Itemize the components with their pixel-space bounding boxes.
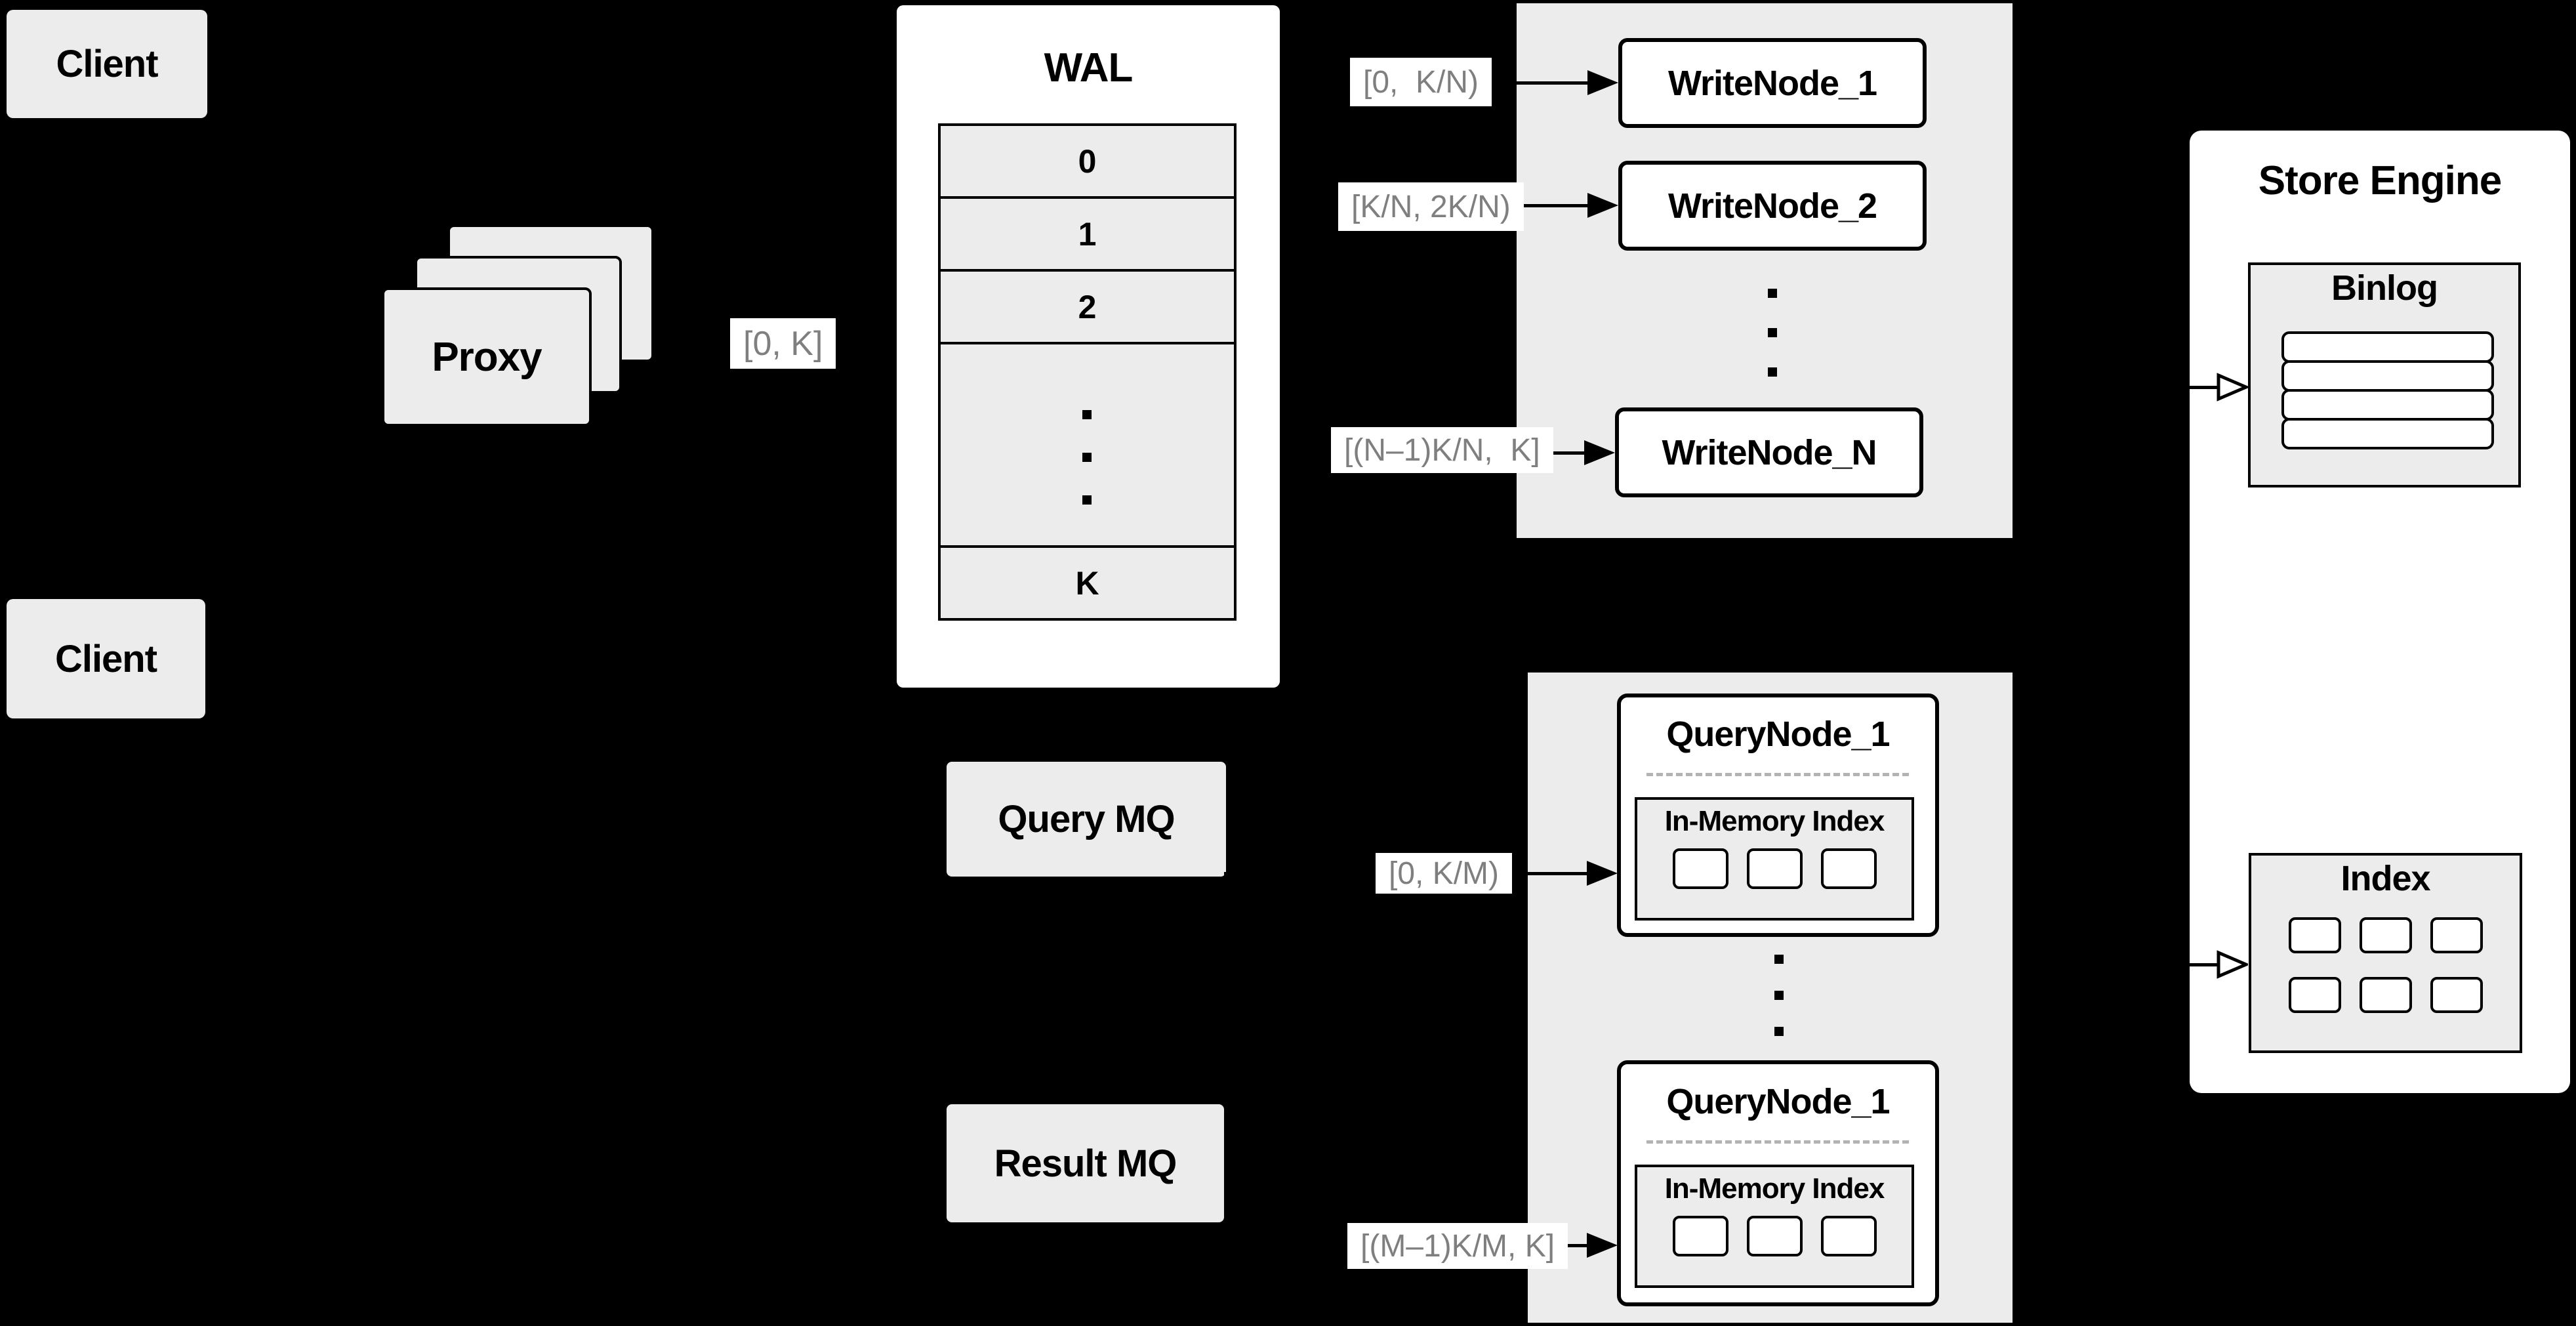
index-cell-grid <box>2249 917 2522 1013</box>
wal-title-text: WAL <box>1044 45 1134 91</box>
result-mq-box: Result MQ <box>947 1104 1224 1222</box>
query-range-label-2: [(M–1)K/M, K] <box>1347 1223 1568 1269</box>
wal-row-k-label: K <box>1075 564 1099 602</box>
index-segment-cell <box>2430 917 2483 953</box>
write-range-label-1-text: [0, K/N) <box>1363 64 1479 100</box>
range-label-0-k-text: [0, K] <box>743 324 823 363</box>
write-range-label-2-text: [K/N, 2K/N) <box>1351 189 1511 224</box>
index-title-text: Index <box>2341 859 2430 898</box>
in-memory-index-box-1: In-Memory Index <box>1635 797 1914 921</box>
range-label-0-k: [0, K] <box>730 318 836 369</box>
query-node-2-title: QueryNode_1 <box>1617 1081 1939 1122</box>
memory-segment-cell <box>1672 1216 1728 1256</box>
write-node-2-label: WriteNode_2 <box>1667 186 1877 226</box>
write-range-label-2: [K/N, 2K/N) <box>1338 182 1524 231</box>
query-ellipsis-dot-1 <box>1774 955 1784 964</box>
query-node-2-divider <box>1646 1140 1909 1144</box>
arrow-index-line <box>2024 963 2220 966</box>
query-mq-label: Query MQ <box>998 798 1175 840</box>
index-segment-cell <box>2359 977 2412 1013</box>
binlog-title-text: Binlog <box>2331 268 2438 308</box>
query-node-1-divider <box>1646 773 1909 776</box>
wal-row-0: 0 <box>938 123 1237 199</box>
binlog-row <box>2281 360 2494 392</box>
binlog-title: Binlog <box>2248 268 2521 308</box>
query-range-label-2-text: [(M–1)K/M, K] <box>1360 1228 1555 1264</box>
wal-ellipsis-dot-1 <box>1082 410 1092 419</box>
write-range-label-3: [(N–1)K/N, K] <box>1331 427 1553 473</box>
result-mq-label: Result MQ <box>994 1142 1177 1185</box>
write-range-label-3-text: [(N–1)K/N, K] <box>1344 432 1540 468</box>
query-mq-box: Query MQ <box>947 762 1226 877</box>
write-node-n: WriteNode_N <box>1615 407 1923 497</box>
wal-row-2: 2 <box>938 269 1237 344</box>
store-engine-title: Store Engine <box>2190 157 2570 204</box>
wal-row-ellipsis <box>938 342 1237 548</box>
index-segment-cell <box>2359 917 2412 953</box>
write-ellipsis-dot-1 <box>1768 289 1777 298</box>
memory-segment-cell <box>1820 848 1877 889</box>
memory-segment-cell <box>1820 1216 1877 1256</box>
query-node-2-title-text: QueryNode_1 <box>1666 1082 1890 1121</box>
write-ellipsis-dot-2 <box>1768 328 1777 337</box>
write-range-label-1: [0, K/N) <box>1350 58 1492 106</box>
binlog-row <box>2281 389 2494 421</box>
client-middle-label: Client <box>54 637 157 680</box>
store-engine-title-text: Store Engine <box>2258 158 2502 203</box>
memory-segment-cell <box>1746 1216 1803 1256</box>
query-node-1-title-text: QueryNode_1 <box>1666 715 1890 754</box>
query-range-label-1-text: [0, K/M) <box>1389 856 1500 891</box>
wal-row-1: 1 <box>938 196 1237 272</box>
wal-ellipsis-dot-3 <box>1082 495 1092 505</box>
wal-row-2-label: 2 <box>1078 288 1097 325</box>
index-segment-cell <box>2288 977 2341 1013</box>
wal-title: WAL <box>897 45 1280 91</box>
in-memory-index-box-2: In-Memory Index <box>1635 1165 1914 1288</box>
wal-row-0-label: 0 <box>1078 142 1097 180</box>
index-title: Index <box>2249 858 2522 899</box>
wal-ellipsis-dot-2 <box>1082 453 1092 462</box>
write-node-1-label: WriteNode_1 <box>1667 63 1877 103</box>
write-node-1: WriteNode_1 <box>1618 38 1927 128</box>
arrow-binlog-line <box>2024 386 2220 389</box>
query-ellipsis-dot-2 <box>1774 991 1784 1000</box>
memory-segment-cell <box>1746 848 1803 889</box>
binlog-row <box>2281 418 2494 449</box>
write-node-n-label: WriteNode_N <box>1662 432 1877 472</box>
write-ellipsis-dot-3 <box>1768 367 1777 377</box>
query-node-1-title: QueryNode_1 <box>1617 714 1939 755</box>
client-top-label: Client <box>56 43 158 85</box>
index-segment-cell <box>2430 977 2483 1013</box>
proxy-box-front: Proxy <box>382 287 592 426</box>
client-box-middle: Client <box>7 599 205 718</box>
wal-row-k: K <box>938 545 1237 621</box>
in-memory-index-title-2: In-Memory Index <box>1664 1172 1885 1205</box>
write-node-2: WriteNode_2 <box>1618 161 1927 251</box>
proxy-label: Proxy <box>432 334 542 380</box>
in-memory-index-title-1: In-Memory Index <box>1664 805 1885 837</box>
memory-segment-cell <box>1672 848 1728 889</box>
client-box-top: Client <box>7 10 207 118</box>
arrowhead-hollow-binlog <box>2217 373 2248 402</box>
binlog-row <box>2281 331 2494 363</box>
arrowhead-hollow-index <box>2217 950 2248 979</box>
query-ellipsis-dot-3 <box>1774 1027 1784 1036</box>
wal-row-1-label: 1 <box>1078 215 1097 253</box>
query-range-label-1: [0, K/M) <box>1376 853 1513 894</box>
index-segment-cell <box>2288 917 2341 953</box>
